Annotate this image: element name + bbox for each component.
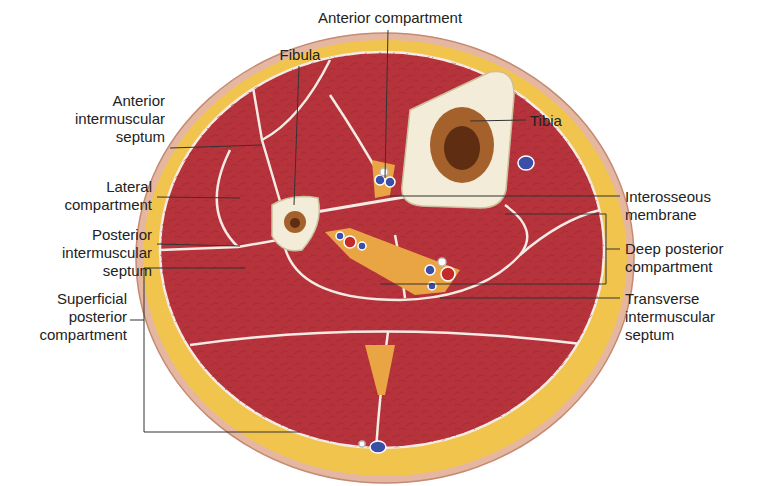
structure-label: Deep posterior compartment <box>625 240 750 276</box>
vein <box>336 232 344 240</box>
tibia-marrow <box>430 107 494 183</box>
bracket <box>130 268 300 432</box>
leader-line <box>157 197 240 198</box>
fibula-marrow <box>284 211 306 233</box>
muscle-boundary <box>262 60 330 140</box>
bracket <box>380 214 620 284</box>
structure-label: Lateral compartment <box>50 178 152 214</box>
vein <box>358 242 366 250</box>
neurovascular-fat <box>325 228 460 295</box>
muscle-mass <box>160 52 604 448</box>
leader-line <box>157 244 240 246</box>
structure-label: Superficial posterior compartment <box>25 290 127 344</box>
fibula-bone <box>272 197 319 251</box>
nerve <box>438 258 446 266</box>
great-saphenous-vein <box>518 156 534 170</box>
anterior-septum <box>248 58 282 208</box>
structure-label: Anterior intermuscular septum <box>60 92 165 146</box>
vein <box>385 177 395 187</box>
transverse-septum <box>285 205 527 300</box>
artery <box>441 267 455 281</box>
nerve <box>359 441 365 447</box>
leader-line <box>390 196 620 197</box>
interosseous-membrane <box>316 196 410 212</box>
structure-label: Anterior compartment <box>310 9 470 27</box>
fascia-lines <box>160 58 600 450</box>
muscle-texture <box>160 52 604 448</box>
nerve <box>380 168 388 176</box>
leader-lines <box>130 30 620 432</box>
structure-label: Transverse intermuscular septum <box>625 290 750 344</box>
fibula-marrow <box>290 218 300 228</box>
structure-label: Fibula <box>275 46 325 64</box>
vein <box>428 282 436 290</box>
structure-label: Interosseous membrane <box>625 188 745 224</box>
tibia-bone <box>402 72 514 209</box>
vein <box>425 265 435 275</box>
leader-line <box>294 66 299 205</box>
small-saphenous-vein <box>370 441 386 453</box>
structure-label: Tibia <box>530 112 590 130</box>
leader-line <box>470 120 526 121</box>
muscle-boundary <box>520 210 600 255</box>
leader-line <box>170 145 262 148</box>
septal-fat <box>365 345 395 395</box>
structure-label: Posterior intermuscular septum <box>50 226 152 280</box>
tibia-marrow <box>444 126 480 170</box>
artery <box>344 236 356 248</box>
neurovascular-fat <box>372 160 395 198</box>
skin <box>136 33 634 483</box>
subcutaneous-fat <box>143 40 627 476</box>
muscle-boundary <box>217 150 238 247</box>
leader-line <box>440 298 620 299</box>
muscle-boundary <box>190 332 590 346</box>
leader-line <box>385 30 388 178</box>
